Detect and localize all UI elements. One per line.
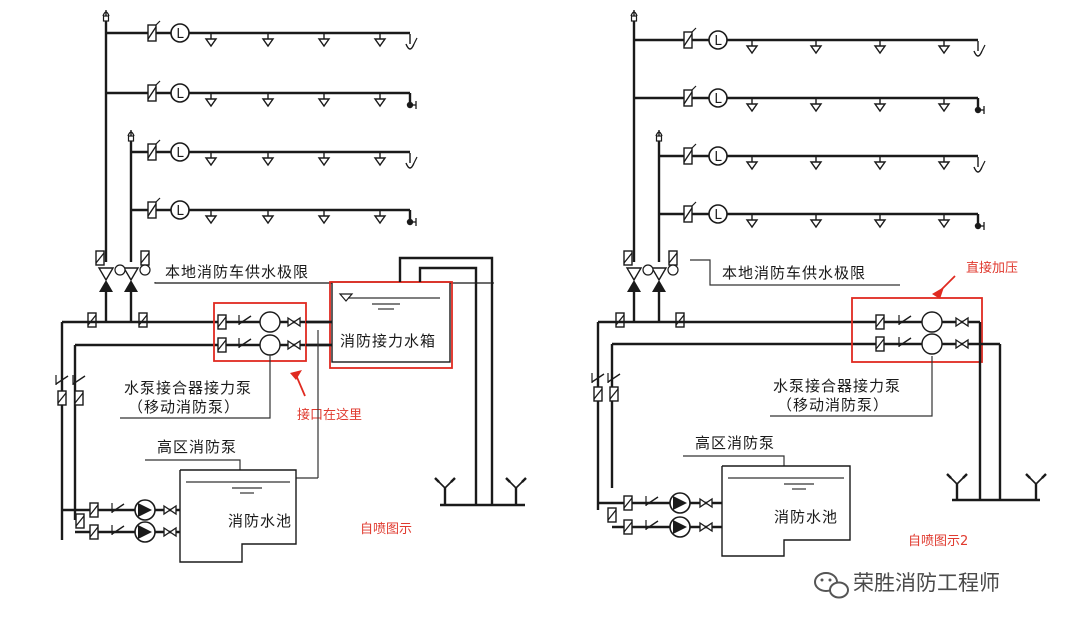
label-pump-connector-2: 水泵接合器接力泵 — [773, 377, 901, 395]
connection-highlight-box — [213, 302, 307, 362]
label-fire-pool-2: 消防水池 — [774, 508, 838, 526]
caption-left: 自喷图示 — [360, 522, 412, 537]
sprinkler-head-icon — [205, 32, 217, 47]
pump-icon — [134, 499, 156, 521]
label-pump-connector: 水泵接合器接力泵 — [124, 379, 252, 397]
note-connect-here: 接口在这里 — [297, 407, 362, 423]
label-fire-pool: 消防水池 — [228, 512, 292, 530]
gate-valve-icon — [287, 317, 301, 327]
direct-pressure-highlight-box — [851, 297, 983, 363]
label-relay-tank: 消防接力水箱 — [340, 332, 436, 350]
label-local-limit-2: 本地消防车供水极限 — [722, 264, 866, 282]
label-mobile-pump-2: （移动消防泵） — [777, 396, 889, 414]
label-high-zone-pump: 高区消防泵 — [157, 438, 237, 456]
left-diagram: 本地消防车供水极限 接口在这里 水泵接合器接力泵 （移动消防泵） 消防接力水箱 — [55, 9, 528, 563]
alarm-valve-icon — [98, 267, 114, 293]
relay-pump-icon — [259, 311, 281, 333]
wechat-icon — [814, 572, 849, 599]
riser-exhaust-valve-icon — [102, 9, 110, 25]
watermark: 荣胜消防工程师 — [814, 571, 1000, 599]
watermark-text: 荣胜消防工程师 — [853, 571, 1000, 595]
label-local-limit: 本地消防车供水极限 — [165, 263, 309, 281]
flow-indicator-icon — [170, 23, 190, 43]
label-high-zone-pump-2: 高区消防泵 — [695, 434, 775, 452]
note-direct-pressure: 直接加压 — [966, 260, 1018, 276]
label-mobile-pump: （移动消防泵） — [128, 398, 240, 416]
tank-highlight-box — [329, 281, 453, 369]
riser-exhaust-valve-icon — [127, 129, 135, 145]
caption-right: 自喷图示2 — [908, 534, 968, 549]
right-diagram: 本地消防车供水极限 直接加压 水泵接合器接力泵 （移动消防泵） 高区消防泵 — [591, 9, 1048, 557]
